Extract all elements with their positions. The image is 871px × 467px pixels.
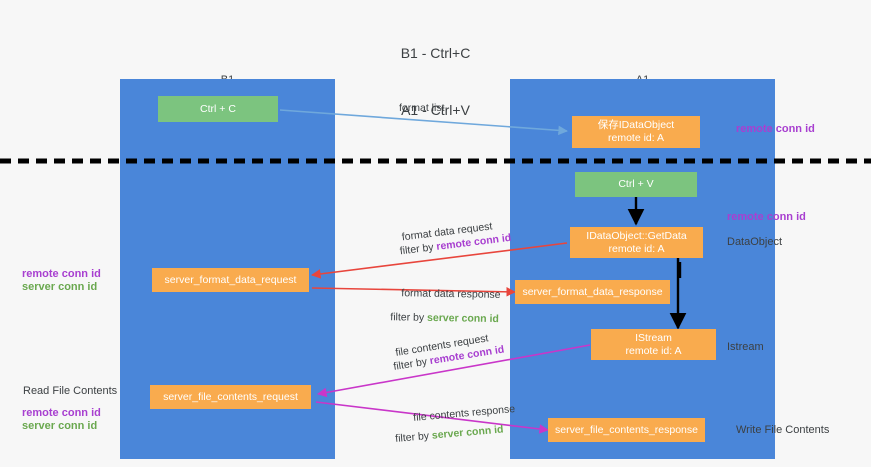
box-idataobject-top[interactable]: 保存IDataObject remote id: A <box>572 116 700 148</box>
left-label-server-conn-id-2: server conn id <box>22 420 98 432</box>
right-label-dataobject: DataObject <box>727 236 783 248</box>
edge-label-format-data-response-filter-prefix: filter by <box>390 311 428 324</box>
right-label-remote-conn-id-mid: remote conn id <box>727 211 806 223</box>
left-label-remote-conn-id: remote conn id <box>22 268 101 280</box>
edge-label-format-list: format list <box>399 102 445 114</box>
right-label-remote-conn-id-top: remote conn id <box>736 123 815 135</box>
left-label-server-conn-id: server conn id <box>22 281 98 293</box>
edge-label-file-contents-response-filter: filter by server conn id <box>382 411 505 460</box>
box-ctrl-c-label: Ctrl + C <box>200 102 236 115</box>
box-istream-line2: remote id: A <box>625 344 682 357</box>
box-ctrl-c[interactable]: Ctrl + C <box>158 96 278 122</box>
box-server-format-data-request[interactable]: server_format_data_request <box>152 268 309 292</box>
box-server-file-contents-response[interactable]: server_file_contents_response <box>548 418 705 442</box>
edge-label-file-contents-response-filter-key: server conn id <box>431 423 504 442</box>
right-label-istream: Istream <box>727 341 764 353</box>
box-idataobject-getdata[interactable]: IDataObject::GetData remote id: A <box>570 227 703 258</box>
left-label-read-file-contents: Read File Contents <box>23 385 118 397</box>
box-server-format-data-response-label: server_format_data_response <box>522 285 663 298</box>
left-label-remote-conn-id-2: remote conn id <box>22 407 101 419</box>
box-idataobject-top-line2: remote id: A <box>607 132 665 144</box>
box-istream[interactable]: IStream remote id: A <box>591 329 716 360</box>
diagram-title-line1: B1 - Ctrl+C <box>400 45 471 61</box>
box-idataobject-top-line1: 保存IDataObject <box>597 119 675 131</box>
box-server-file-contents-response-label: server_file_contents_response <box>554 423 698 436</box>
box-server-file-contents-request[interactable]: server_file_contents_request <box>150 385 311 409</box>
box-getdata-line1: IDataObject::GetData <box>586 229 687 242</box>
box-istream-line1: IStream <box>635 331 672 344</box>
edge-label-format-data-request-filter-key: remote conn id <box>435 231 512 253</box>
box-server-file-contents-request-label: server_file_contents_request <box>163 390 298 403</box>
edge-label-format-data-request-filter-prefix: filter by <box>399 241 438 258</box>
edge-label-file-contents-response-filter-prefix: filter by <box>394 429 433 445</box>
edge-label-file-contents-request-filter-prefix: filter by <box>392 355 431 373</box>
box-ctrl-v[interactable]: Ctrl + V <box>575 172 697 197</box>
edge-label-file-contents-request-filter-key: remote conn id <box>428 343 506 368</box>
box-server-format-data-response[interactable]: server_format_data_response <box>515 280 670 304</box>
box-server-format-data-request-label: server_format_data_request <box>164 273 297 286</box>
right-label-write-file-contents: Write File Contents <box>736 424 830 436</box>
box-ctrl-v-label: Ctrl + V <box>618 178 654 190</box>
box-getdata-line2: remote id: A <box>608 242 665 255</box>
